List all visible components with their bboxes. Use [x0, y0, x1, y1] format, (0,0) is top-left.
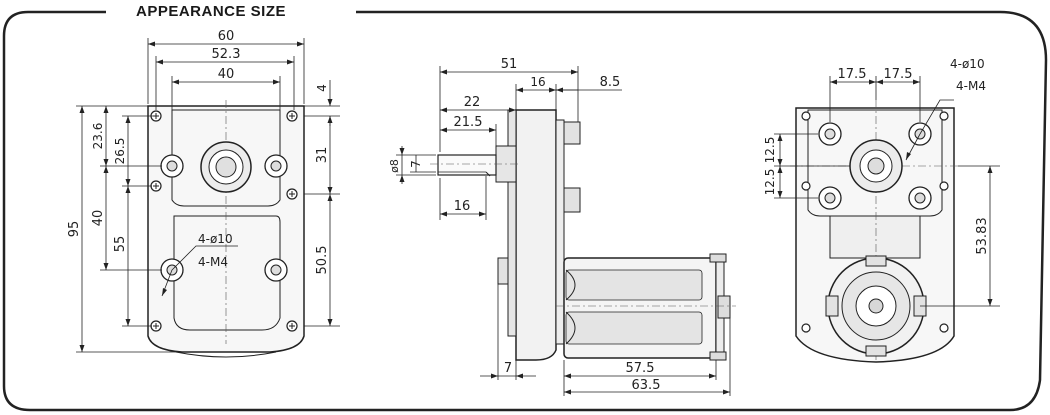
side-gearbox-plate	[515, 109, 557, 361]
frame-border	[2, 10, 1048, 412]
dim-side-7-bottom: 7	[504, 361, 512, 376]
front-view: 60 52.3 40 4 31 50.5 95 23.6 26.5 40 55 …	[67, 29, 340, 358]
side-motor	[556, 253, 736, 361]
dim-front-55: 55	[113, 236, 128, 253]
dim-side-7-shaft: 7	[409, 160, 423, 168]
dim-back-12-5-top: 12.5	[763, 137, 777, 164]
dim-side-16-bottom: 16	[454, 199, 471, 214]
dim-back-17-5-left: 17.5	[838, 67, 867, 82]
dim-side-16-top: 16	[530, 75, 545, 89]
back-view: 17.5 17.5 4-ø10 4-M4 12.5 12.5 53.83	[763, 57, 1000, 363]
dim-front-60: 60	[218, 29, 235, 44]
dim-front-4: 4	[315, 84, 329, 92]
dim-side-d8: ø8	[388, 159, 401, 173]
dim-front-23-6: 23.6	[91, 123, 105, 150]
section-title: APPEARANCE SIZE	[120, 2, 303, 22]
dim-front-40-top: 40	[218, 67, 235, 82]
dim-front-40-left: 40	[91, 210, 106, 227]
dim-side-8-5: 8.5	[600, 75, 621, 90]
label-front-hole: 4-ø10	[198, 232, 233, 246]
front-top-recess	[171, 109, 281, 207]
label-front-thread: 4-M4	[198, 255, 228, 269]
dim-front-52-3: 52.3	[212, 47, 241, 62]
label-back-hole: 4-ø10	[950, 57, 985, 71]
dim-back-17-5-right: 17.5	[884, 67, 913, 82]
label-back-thread: 4-M4	[956, 79, 986, 93]
dim-side-22: 22	[464, 95, 481, 110]
dim-front-31: 31	[315, 147, 330, 164]
dim-front-26-5: 26.5	[113, 138, 127, 165]
dim-front-95: 95	[67, 221, 82, 238]
dim-front-50-5: 50.5	[315, 246, 330, 275]
dim-side-51: 51	[501, 57, 518, 72]
dim-side-21-5: 21.5	[454, 115, 483, 130]
dim-back-12-5-bottom: 12.5	[763, 169, 777, 196]
front-bottom-recess	[173, 215, 281, 331]
side-shaft	[437, 154, 497, 176]
side-view: 51 16 8.5 22 21.5 ø8 7 16 7 57.5 63.5	[388, 57, 736, 396]
dim-back-53-83: 53.83	[975, 217, 990, 254]
dim-side-63-5: 63.5	[632, 378, 661, 393]
dim-side-57-5: 57.5	[626, 361, 655, 376]
